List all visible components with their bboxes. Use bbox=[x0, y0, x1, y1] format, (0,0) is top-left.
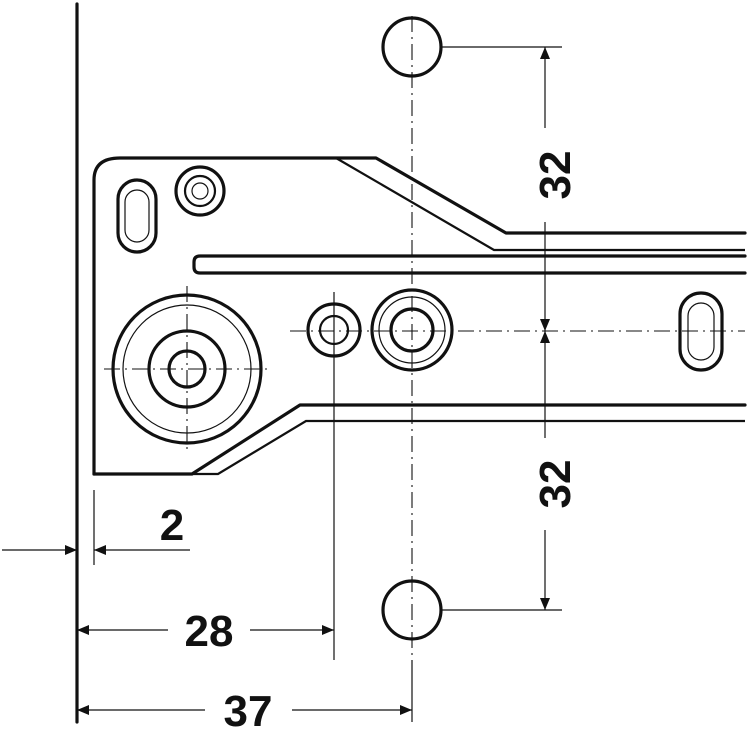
bracket-inner-diagonal-bottom bbox=[192, 419, 745, 476]
bracket-inner-diagonal-top bbox=[335, 157, 745, 252]
runner-channel bbox=[192, 254, 747, 275]
bracket-outline bbox=[92, 156, 747, 476]
hole-small-top-ring bbox=[183, 174, 217, 208]
hole-screw-large-core bbox=[389, 307, 435, 353]
dim-label-37: 37 bbox=[224, 687, 273, 730]
hole-screw-large bbox=[370, 288, 454, 372]
dim-label-lower-32: 32 bbox=[531, 460, 580, 509]
slot-top-left bbox=[116, 178, 158, 254]
slot-right-inner bbox=[687, 302, 715, 361]
bracket-bottom-outline bbox=[92, 403, 747, 476]
dim-label-2: 2 bbox=[160, 501, 184, 550]
slot-top-left-inner bbox=[124, 189, 150, 243]
slot-right bbox=[678, 291, 724, 372]
hole-small-top bbox=[174, 165, 226, 217]
dim-label-upper-32: 32 bbox=[531, 151, 580, 200]
hole-screw-large-ring bbox=[378, 296, 446, 364]
dim-label-28: 28 bbox=[185, 607, 234, 656]
hole-small-top-core bbox=[191, 182, 209, 200]
